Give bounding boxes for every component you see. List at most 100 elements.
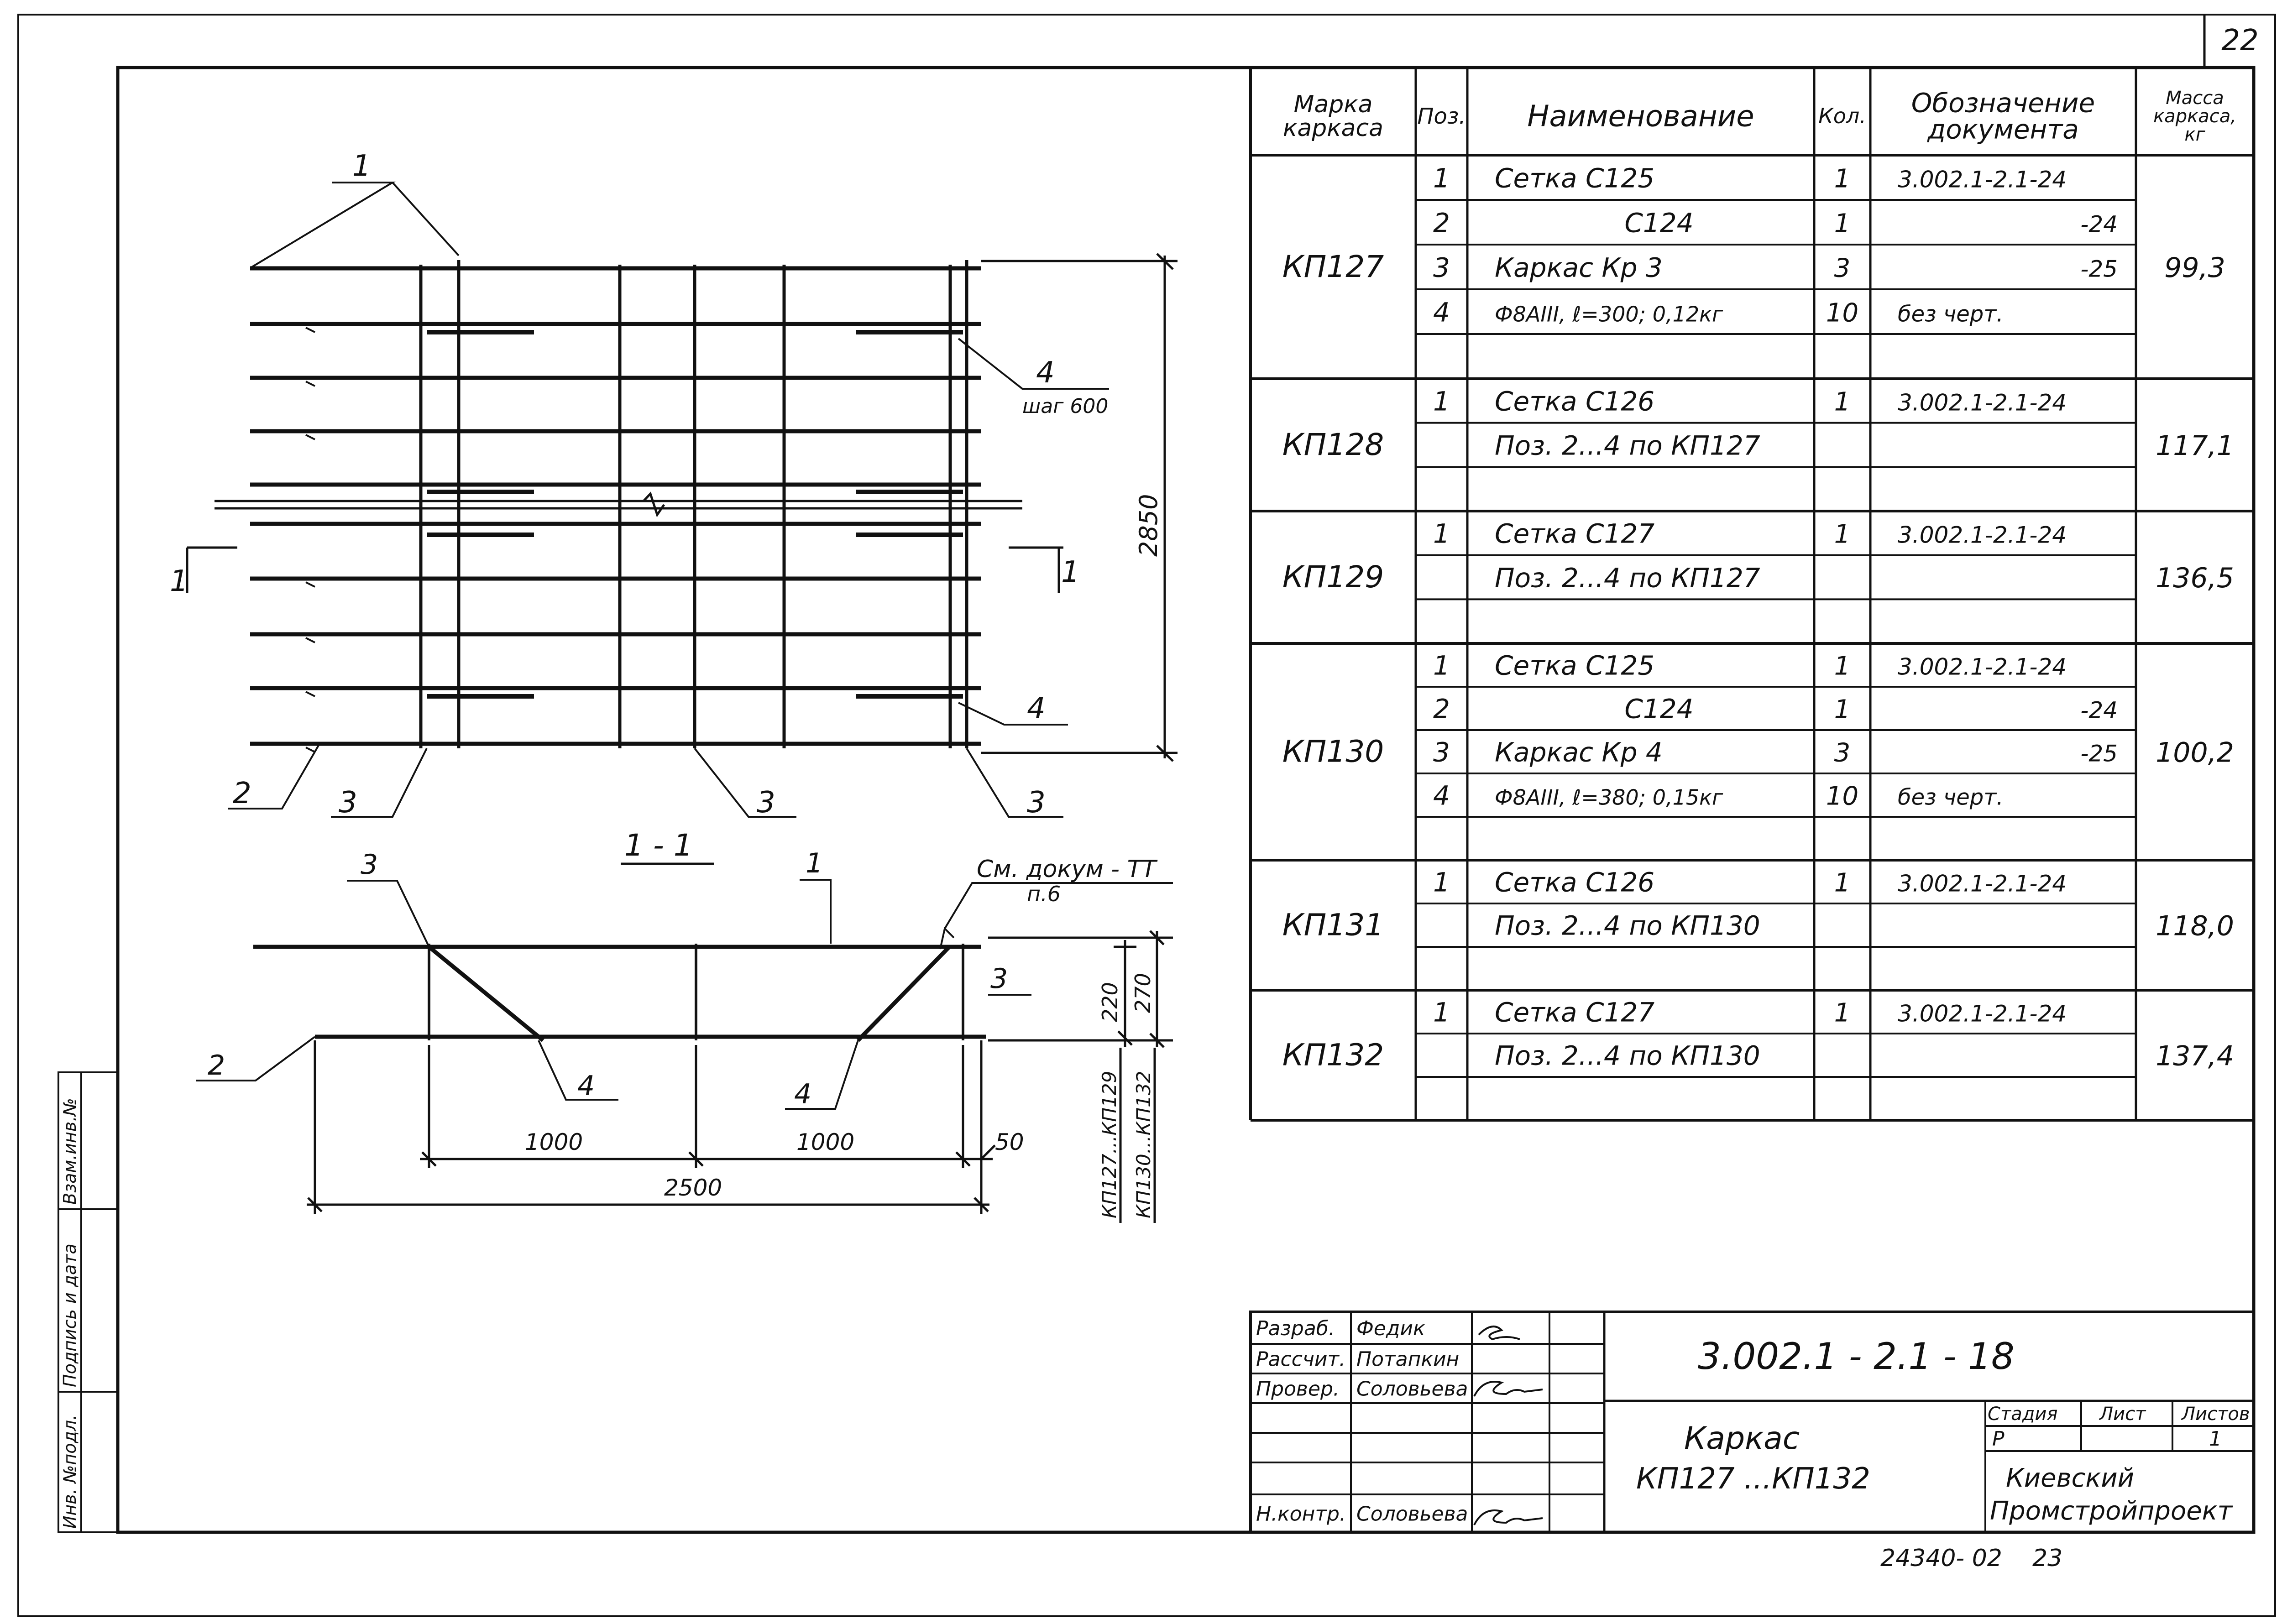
spec-pos: 2: [1433, 693, 1450, 724]
dim-1000a: 1000: [525, 1129, 583, 1155]
section-leader-4b: 4: [794, 1078, 811, 1110]
signer-name: Соловьева: [1356, 1503, 1468, 1526]
note-line-2: п.6: [1027, 882, 1061, 906]
signer-role: Разраб.: [1256, 1317, 1335, 1340]
spec-header-3: Кол.: [1818, 104, 1866, 128]
signer-name: Потапкин: [1356, 1348, 1459, 1371]
spec-header-2: Наименование: [1527, 99, 1754, 133]
spec-qty: 1: [1834, 387, 1851, 417]
spec-doc: 3.002.1-2.1-24: [1898, 653, 2067, 680]
range-kp130-kp132: КП130...КП132: [1132, 1071, 1155, 1218]
spec-qty: 3: [1834, 738, 1851, 768]
signature-scribbles: [1473, 1326, 1543, 1525]
spec-pos: 4: [1433, 297, 1450, 328]
plan-leader-3b: 3: [757, 786, 775, 820]
spec-doc: без черт.: [1898, 302, 2004, 327]
spec-qty: 1: [1834, 998, 1851, 1028]
title-line-2: КП127 ...КП132: [1636, 1462, 1870, 1496]
plan-view: [186, 182, 1178, 818]
spec-pos: 3: [1433, 736, 1450, 768]
spec-mark: КП131: [1282, 908, 1384, 943]
section-mark-right: 1: [1061, 555, 1080, 589]
plan-leader-4b: 4: [1027, 692, 1046, 726]
plan-leader-2: 2: [233, 777, 251, 810]
spec-mark: КП128: [1282, 427, 1384, 462]
signer-role: Н.контр.: [1256, 1503, 1346, 1526]
spec-mark: КП129: [1282, 559, 1384, 595]
section-leader-4a: 4: [577, 1070, 595, 1102]
section-leader-2: 2: [208, 1050, 225, 1081]
spec-mass: 136,5: [2156, 562, 2234, 594]
sheet-header: Лист: [2099, 1404, 2146, 1425]
section-mark-left: 1: [170, 564, 188, 598]
dim-220: 220: [1098, 982, 1122, 1022]
sheets-value: 1: [2209, 1427, 2222, 1451]
spec-name: Поз. 2...4 по КП130: [1495, 1040, 1760, 1071]
spec-pos: 2: [1433, 208, 1450, 239]
section-view: [196, 862, 1173, 1223]
range-kp127-kp129: КП127...КП129: [1098, 1071, 1120, 1218]
spec-table-grid: [1249, 68, 2255, 1122]
signer-role: Рассчит.: [1256, 1348, 1345, 1371]
stage-header: Стадия: [1988, 1404, 2057, 1425]
plan-leader-1: 1: [352, 149, 371, 183]
spec-qty: 1: [1834, 520, 1851, 549]
spec-mass: 137,4: [2156, 1040, 2234, 1072]
spec-pos: 1: [1433, 650, 1450, 681]
spec-pos: 1: [1433, 386, 1450, 417]
signer-role: Провер.: [1256, 1378, 1340, 1401]
spec-name: Каркас Кр 4: [1495, 736, 1663, 768]
spec-mass: 100,2: [2156, 737, 2234, 769]
org-line-1: Киевский: [2006, 1463, 2134, 1493]
org-line-2: Промстройпроект: [1990, 1496, 2233, 1526]
spec-qty: 1: [1834, 695, 1851, 724]
spec-doc: 3.002.1-2.1-24: [1898, 390, 2067, 416]
plan-leader-3c: 3: [1027, 786, 1046, 820]
spec-pos: 4: [1433, 780, 1450, 811]
spec-pos: 3: [1433, 252, 1450, 283]
title-block: [1249, 1311, 2255, 1534]
spec-qty: 1: [1834, 651, 1851, 681]
spec-qty: 3: [1834, 254, 1851, 283]
spec-name: Сетка С126: [1495, 867, 1654, 898]
spec-mass: 118,0: [2156, 910, 2234, 942]
spec-doc: 3.002.1-2.1-24: [1898, 870, 2067, 897]
spec-pos: 1: [1433, 867, 1450, 898]
spec-doc: без черт.: [1898, 784, 2004, 810]
spec-pos: 1: [1433, 163, 1450, 194]
spec-name: Ф8АIII, ℓ=300; 0,12кг: [1495, 302, 1723, 327]
spec-name: С124: [1624, 208, 1693, 239]
section-title: 1 - 1: [624, 828, 693, 863]
spec-doc: 3.002.1-2.1-24: [1898, 522, 2067, 548]
spec-mark: КП130: [1282, 734, 1384, 769]
spec-doc: -25: [2080, 740, 2118, 767]
plan-leader-4a: 4: [1036, 356, 1055, 390]
section-leader-3: 3: [361, 849, 378, 881]
plan-leader-3a: 3: [339, 786, 357, 820]
spec-name: С124: [1624, 693, 1693, 724]
step-label: шаг 600: [1022, 395, 1108, 418]
side-stamp-replace: Взам.инв.№: [60, 1098, 80, 1205]
dim-2850: 2850: [1134, 494, 1163, 557]
spec-qty: 10: [1826, 298, 1858, 328]
spec-name: Сетка С127: [1495, 997, 1654, 1028]
spec-name: Каркас Кр 3: [1495, 252, 1663, 283]
signers-list: Разраб.ФедикРассчит.ПотапкинПровер.Солов…: [1256, 1317, 1468, 1526]
spec-header-1: Поз.: [1417, 104, 1466, 129]
dim-2500: 2500: [664, 1175, 722, 1201]
side-stamp-sign: Подпись и дата: [60, 1243, 80, 1387]
side-stamp-inv: Инв. №подл.: [60, 1415, 80, 1529]
section-leader-1: 1: [806, 847, 823, 879]
spec-mark: КП132: [1282, 1038, 1384, 1073]
spec-doc: -25: [2080, 256, 2118, 282]
spec-mass: 117,1: [2156, 430, 2234, 462]
footer-code: 24340- 02 23: [1880, 1545, 2062, 1572]
spec-qty: 1: [1834, 868, 1851, 898]
spec-pos: 1: [1433, 518, 1450, 549]
dim-270: 270: [1131, 973, 1155, 1013]
spec-doc: 3.002.1-2.1-24: [1898, 1000, 2067, 1027]
spec-name: Сетка С126: [1495, 386, 1654, 417]
